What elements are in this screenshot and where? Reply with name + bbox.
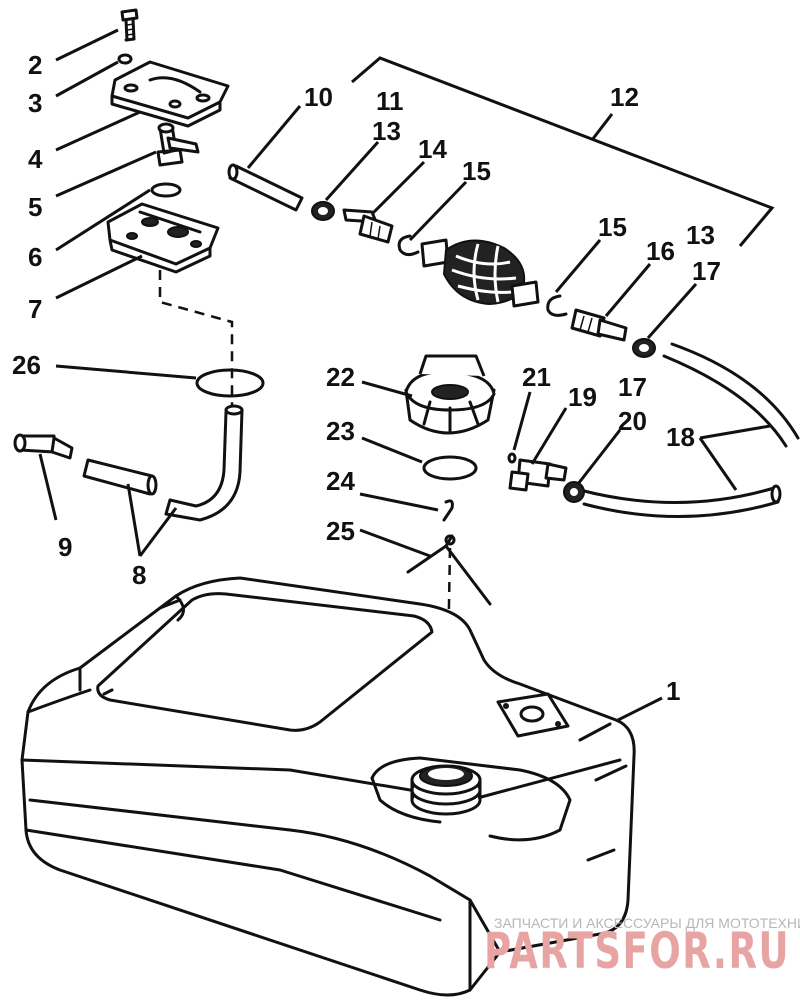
callout-21: 21 [522, 362, 551, 392]
callout-14: 14 [418, 134, 447, 164]
part-check-valve-right [570, 308, 628, 342]
part-hose-clamp-right [632, 338, 656, 358]
part-hose-clamp-lower [563, 481, 585, 503]
callout-25: 25 [326, 516, 355, 546]
part-filler-cap [404, 354, 496, 435]
callout-17a: 17 [692, 256, 721, 286]
part-o-ring-large [195, 368, 265, 398]
callout-13a: 13 [372, 116, 401, 146]
part-fuel-line [578, 342, 800, 519]
callout-24: 24 [326, 466, 355, 496]
callout-18: 18 [666, 422, 695, 452]
callout-16: 16 [646, 236, 675, 266]
part-fuel-filter [13, 433, 74, 460]
callout-26: 26 [12, 350, 41, 380]
watermark: ЗАПЧАСТИ И АКСЕССУАРЫ ДЛЯ МОТОТЕХНИКИ PA… [484, 915, 800, 980]
callout-8: 8 [132, 560, 146, 590]
part-o-ring-small [150, 182, 182, 198]
callout-1: 1 [666, 676, 680, 706]
callout-15b: 15 [598, 212, 627, 242]
callout-22: 22 [326, 362, 355, 392]
part-cap-clip [442, 499, 454, 522]
part-screw [120, 8, 139, 42]
callout-4: 4 [28, 144, 43, 174]
part-retainer-plate [110, 60, 230, 128]
callout-20: 20 [618, 406, 647, 436]
callout-15a: 15 [462, 156, 491, 186]
callout-13b: 13 [686, 220, 715, 250]
callout-2: 2 [28, 50, 42, 80]
assembly-centerline-left [158, 270, 234, 410]
part-lock-washer [117, 53, 133, 65]
part-primer-bulb [420, 238, 540, 308]
part-check-valve-left [342, 208, 394, 244]
part-small-o-ring [507, 452, 517, 464]
callout-17b: 17 [618, 372, 647, 402]
callout-6: 6 [28, 242, 42, 272]
part-hose-clamp-left [311, 201, 335, 221]
part-hose-short [227, 163, 304, 212]
part-pickup-tube [82, 404, 244, 522]
part-clip-left [397, 234, 420, 257]
callout-7: 7 [28, 294, 42, 324]
watermark-tagline: ЗАПЧАСТИ И АКСЕССУАРЫ ДЛЯ МОТОТЕХНИКИ [494, 915, 800, 931]
part-fuel-tank [20, 576, 636, 997]
callout-labels: 1 2 3 4 5 6 7 8 9 10 11 12 13 13 14 15 1… [12, 50, 721, 706]
callout-23: 23 [326, 416, 355, 446]
callout-12: 12 [610, 82, 639, 112]
part-cap-gasket [422, 455, 478, 481]
callout-11: 11 [376, 86, 404, 116]
part-adapter-plate [106, 202, 220, 274]
watermark-brand: PARTSFOR.RU [484, 922, 790, 980]
part-clip-right [546, 294, 568, 317]
callout-3: 3 [28, 88, 42, 118]
part-elbow-fitting [156, 122, 200, 167]
callout-5: 5 [28, 192, 42, 222]
callout-9: 9 [58, 532, 72, 562]
callout-19: 19 [568, 382, 597, 412]
leader-lines [38, 28, 775, 722]
callout-10: 10 [304, 82, 333, 112]
part-quick-connector [508, 458, 568, 492]
